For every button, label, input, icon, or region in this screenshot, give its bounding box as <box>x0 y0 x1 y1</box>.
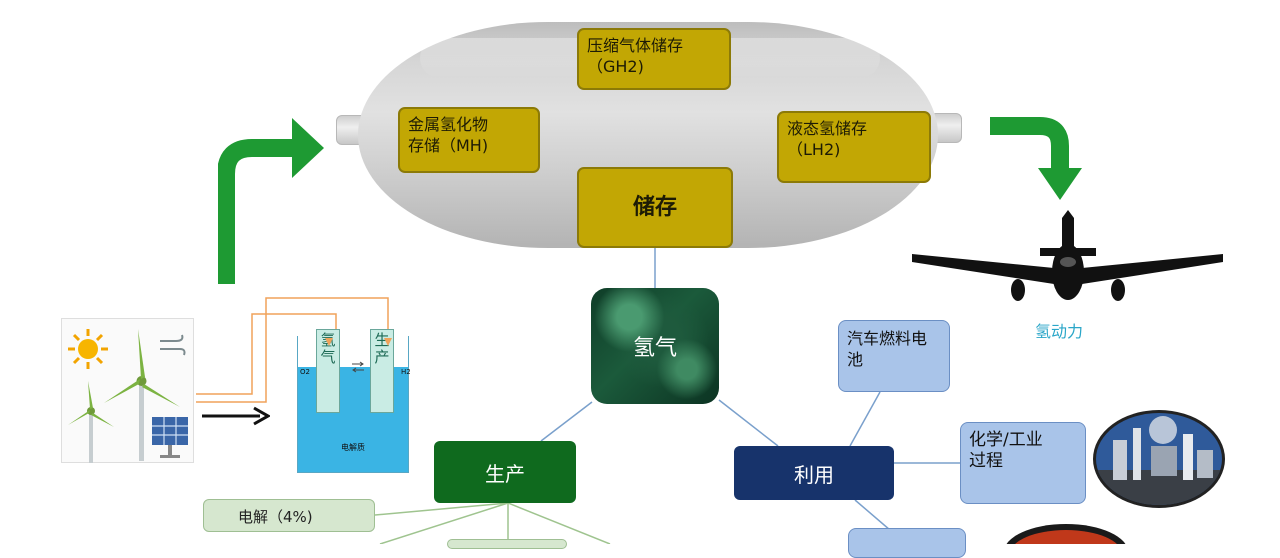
black-arrow-icon <box>202 406 270 426</box>
hydrogen-hub-label: 氢气 <box>632 336 677 361</box>
electrode-arrow-right-icon <box>384 338 392 346</box>
wind-turbine-large-icon <box>104 329 180 461</box>
storage-main-box: 储存 <box>577 167 733 248</box>
line-util-lower <box>854 499 891 531</box>
hydrogen-hub-node: 氢气 <box>591 288 719 404</box>
production-node: 生产 <box>434 441 576 503</box>
h2-label: H2 <box>401 368 411 376</box>
liquid-hydrogen-storage-box: 液态氢储存 （LH2) <box>777 111 931 183</box>
airplane-icon <box>912 210 1223 301</box>
line-prod-right <box>507 502 611 544</box>
exchange-arrows-icon <box>352 361 364 373</box>
solar-panel-icon <box>152 417 188 458</box>
chemical-industrial-box: 化学/工业 过程 <box>960 422 1086 504</box>
furnace-image <box>1006 524 1126 544</box>
line-prod-electrolysis <box>374 502 509 516</box>
wind-turbine-small-icon <box>68 381 114 463</box>
utilization-lower-box <box>848 528 966 558</box>
metal-hydride-storage-box: 金属氢化物 存储（MH) <box>398 107 540 173</box>
electrolyte-label: 电解质 <box>341 443 365 452</box>
production-lower-box-1 <box>447 539 567 549</box>
utilization-node: 利用 <box>734 446 894 500</box>
green-arrow-down-icon <box>990 117 1082 200</box>
compressed-gas-storage-box: 压缩气体储存 （GH2) <box>577 28 731 90</box>
green-arrow-up-icon <box>218 118 324 284</box>
fuel-cell-box: 汽车燃料电 池 <box>838 320 950 392</box>
electrode-right: 生 产 <box>370 329 394 413</box>
power-wires <box>196 297 389 403</box>
line-util-fuelcell <box>849 391 881 447</box>
sun-icon <box>68 329 108 369</box>
hydrogen-power-label: 氢动力 <box>1035 322 1084 341</box>
tank-outline <box>297 336 409 473</box>
production-label: 生产 <box>485 461 525 486</box>
industrial-plant-image <box>1093 410 1225 508</box>
electrode-arrow-left-icon <box>325 338 333 346</box>
renewable-energy-panel <box>61 318 194 463</box>
electrolysis-box: 电解（4%) <box>203 499 375 532</box>
wind-icon <box>160 334 186 356</box>
line-hub-utilization <box>718 399 779 447</box>
line-hub-production <box>540 401 593 442</box>
utilization-label: 利用 <box>794 462 834 487</box>
o2-label: O2 <box>300 368 310 376</box>
line-prod-left <box>379 502 509 544</box>
